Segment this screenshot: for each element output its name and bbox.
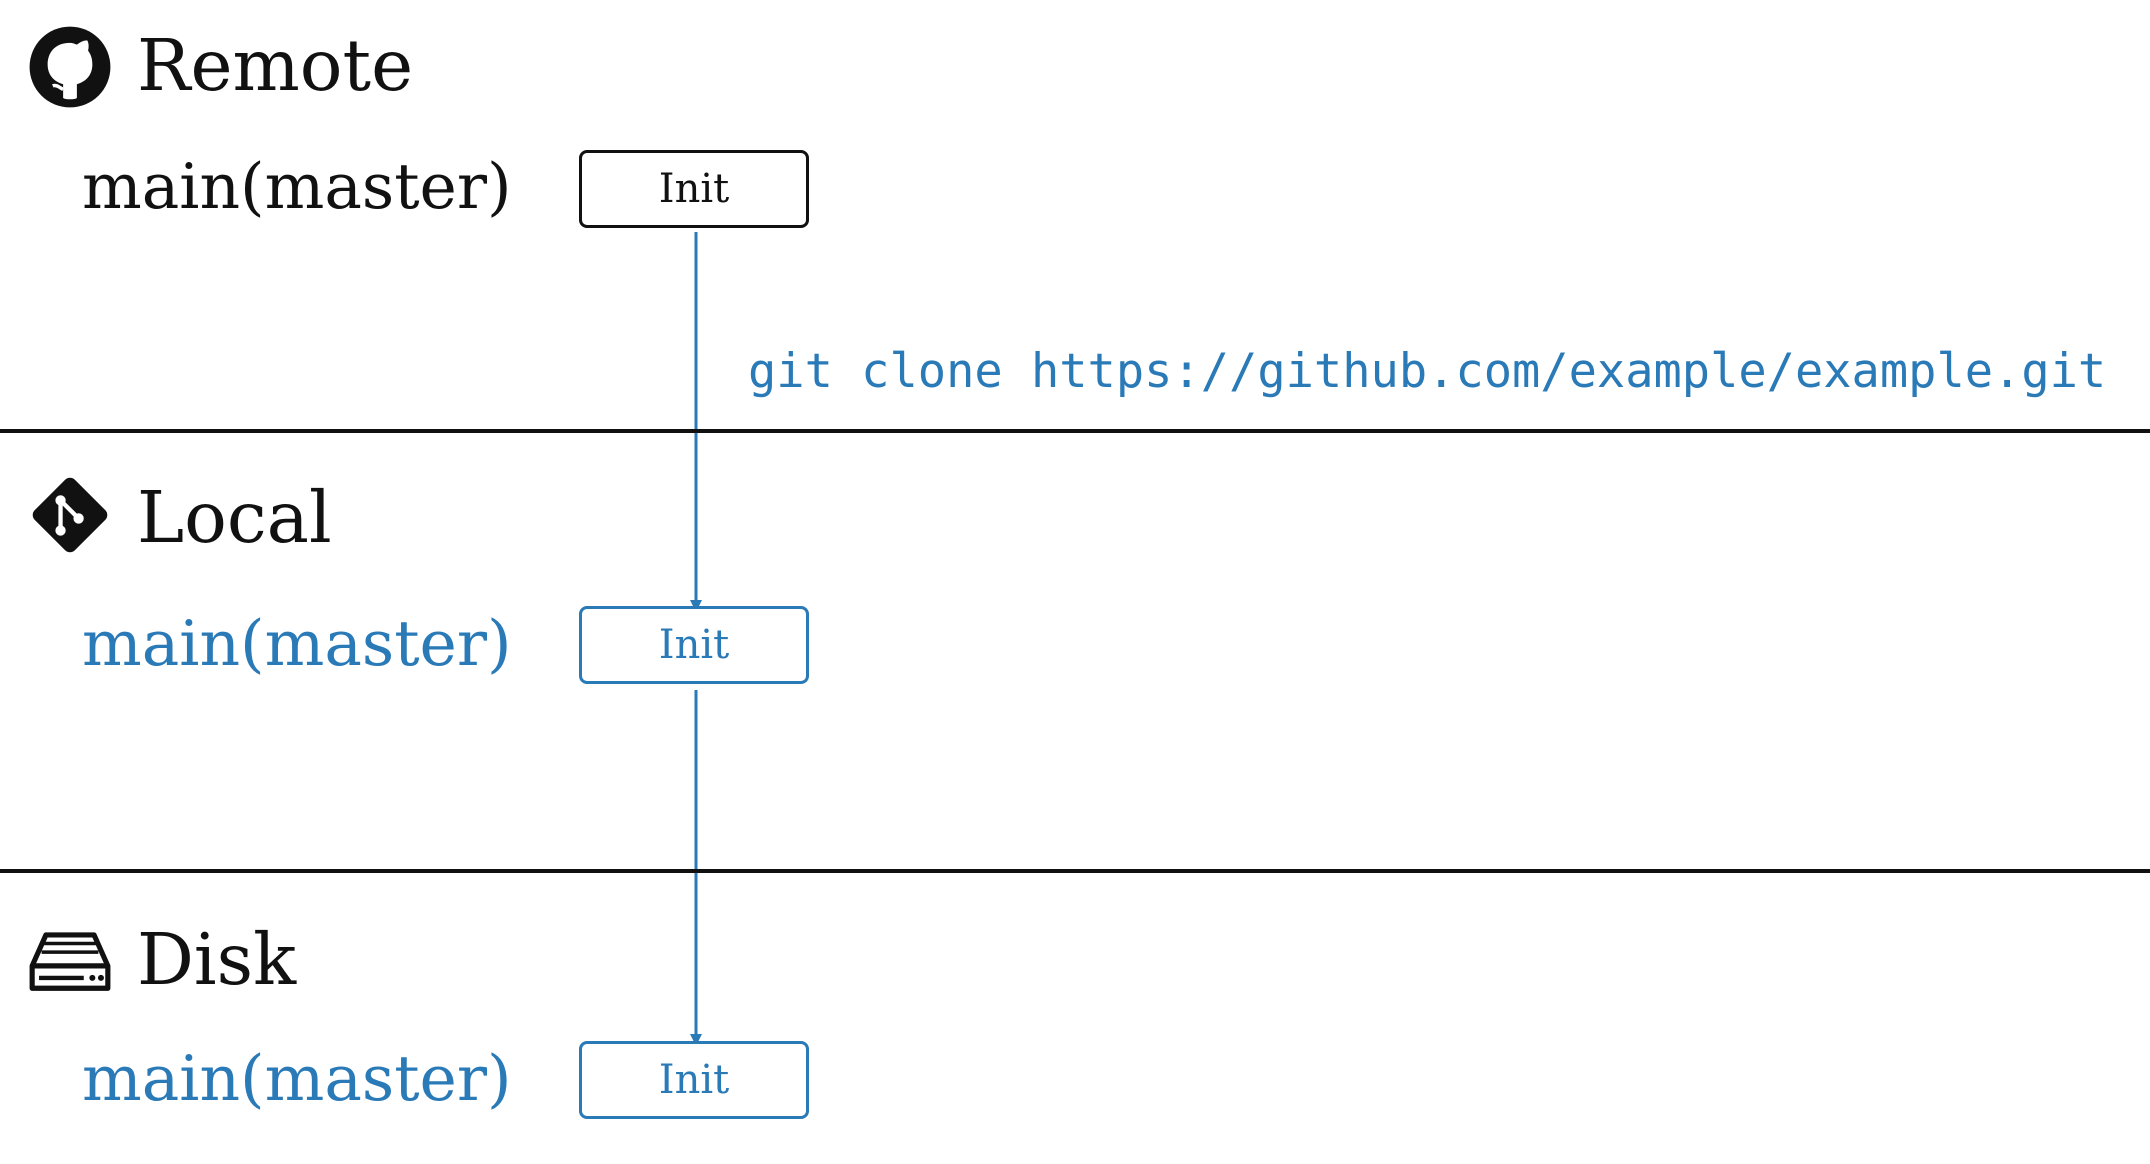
remote-title: Remote <box>137 24 414 107</box>
git-clone-command: git clone https://github.com/example/exa… <box>748 344 2107 399</box>
remote-local-divider <box>0 429 2150 433</box>
local-branch-label: main(master) <box>82 607 512 680</box>
disk-branch-label: main(master) <box>82 1042 512 1115</box>
remote-commit-init: Init <box>579 150 809 228</box>
git-icon <box>27 472 113 558</box>
disk-title: Disk <box>137 918 297 1001</box>
local-commit-init: Init <box>579 606 809 684</box>
disk-commit-init: Init <box>579 1041 809 1119</box>
github-icon <box>27 24 113 110</box>
remote-branch-label: main(master) <box>82 150 512 223</box>
local-title: Local <box>137 476 332 559</box>
local-disk-divider <box>0 869 2150 873</box>
hard-drive-icon <box>27 916 113 1002</box>
